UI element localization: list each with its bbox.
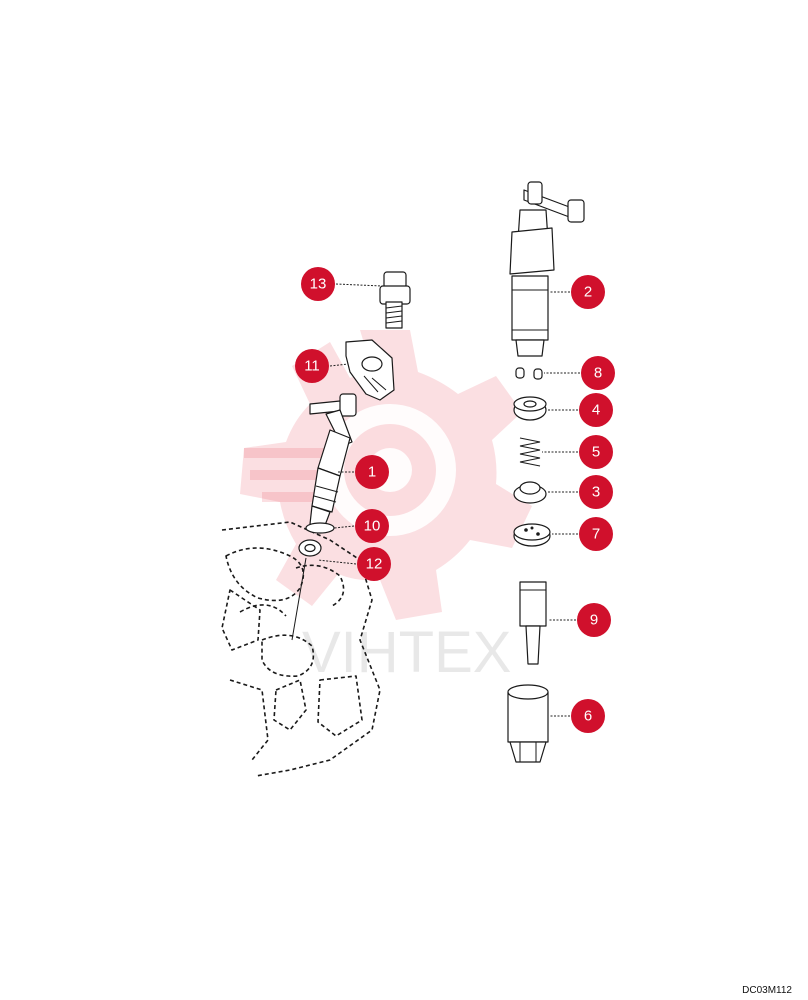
callout-9[interactable]: 9 <box>577 603 611 637</box>
part-7-distance-piece <box>513 523 551 547</box>
part-2-nozzle-holder <box>509 181 585 357</box>
callout-label: 4 <box>592 402 600 419</box>
callout-2[interactable]: 2 <box>571 275 605 309</box>
callout-label: 13 <box>310 276 327 293</box>
watermark-text: VIHTEX <box>302 620 512 685</box>
callout-label: 11 <box>304 358 320 375</box>
callout-label: 8 <box>594 365 602 382</box>
callout-label: 9 <box>590 612 598 629</box>
cylinder-head-outline <box>221 521 381 777</box>
callout-label: 1 <box>368 464 376 481</box>
part-6-retaining-nut <box>507 684 549 763</box>
callout-7[interactable]: 7 <box>579 517 613 551</box>
callout-1[interactable]: 1 <box>355 455 389 489</box>
callout-label: 10 <box>364 518 381 535</box>
part-4-shim <box>513 396 547 421</box>
part-9-nozzle <box>519 581 547 665</box>
callout-label: 5 <box>592 444 600 461</box>
callout-label: 6 <box>584 708 592 725</box>
drawing-code: DC03M112 <box>742 985 792 996</box>
part-5-spring <box>519 437 541 467</box>
callout-4[interactable]: 4 <box>579 393 613 427</box>
callout-10[interactable]: 10 <box>355 509 389 543</box>
callout-label: 3 <box>592 484 600 501</box>
callout-label: 7 <box>592 526 600 543</box>
callout-5[interactable]: 5 <box>579 435 613 469</box>
part-10-washer <box>305 522 335 534</box>
callout-12[interactable]: 12 <box>357 547 391 581</box>
callout-8[interactable]: 8 <box>581 356 615 390</box>
callout-11[interactable]: 11 <box>295 349 329 383</box>
part-1-injector-assembly <box>309 393 357 529</box>
part-12-seal <box>291 539 322 641</box>
leader-lines <box>317 283 580 717</box>
part-3-spring-seat <box>513 481 547 504</box>
part-13-bolt <box>379 271 411 329</box>
callout-13[interactable]: 13 <box>301 267 335 301</box>
part-8-pins <box>515 367 543 380</box>
callout-label: 12 <box>366 556 383 573</box>
callout-3[interactable]: 3 <box>579 475 613 509</box>
part-11-clamp <box>345 339 395 401</box>
callout-label: 2 <box>584 284 592 301</box>
callout-6[interactable]: 6 <box>571 699 605 733</box>
